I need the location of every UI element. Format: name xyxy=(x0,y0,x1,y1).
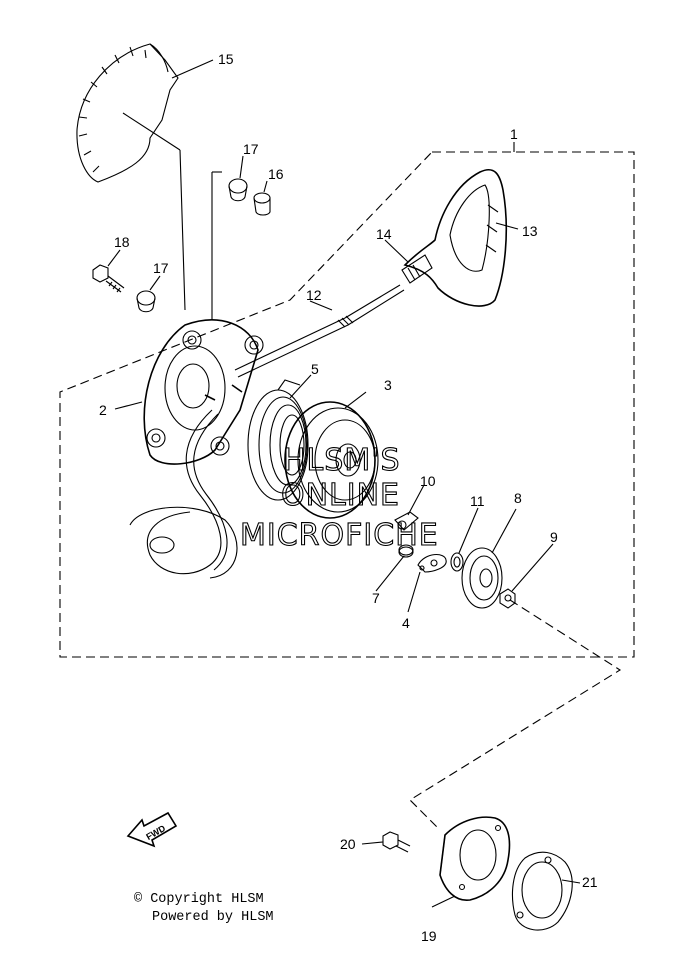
washer-part xyxy=(450,552,464,572)
gasket-part xyxy=(511,851,573,931)
forward-direction-badge: FWD xyxy=(126,811,178,848)
watermark-line-3: MICROFICHE xyxy=(240,518,439,553)
callout-11: 11 xyxy=(470,493,485,509)
leader-lines xyxy=(107,59,581,908)
callout-15: 15 xyxy=(218,51,234,67)
callout-14: 14 xyxy=(376,226,392,242)
collar-part xyxy=(253,192,271,216)
spiral-spring-part xyxy=(247,379,309,501)
spacer-part-lower xyxy=(136,290,156,313)
drive-plate-part xyxy=(417,554,447,573)
assembly-boundary xyxy=(59,151,635,658)
starter-handle-part xyxy=(403,168,508,307)
callout-12: 12 xyxy=(306,287,322,303)
callout-17-lower: 17 xyxy=(153,260,169,276)
callout-9: 9 xyxy=(550,529,558,545)
nut-part xyxy=(499,588,516,609)
callout-7: 7 xyxy=(372,590,380,606)
callout-17-upper: 17 xyxy=(243,141,259,157)
callout-2: 2 xyxy=(99,402,107,418)
starter-case-part xyxy=(143,319,264,465)
callout-18: 18 xyxy=(114,234,130,250)
watermark-line-1: HLSM'S xyxy=(283,443,401,478)
callout-10: 10 xyxy=(420,473,436,489)
starter-cover-part xyxy=(439,816,511,901)
callout-8: 8 xyxy=(514,490,522,506)
bolt-part-lower xyxy=(382,831,411,853)
fwd-label: FWD xyxy=(144,823,167,842)
watermark-line-2: ONLINE xyxy=(281,478,400,513)
callout-1: 1 xyxy=(510,126,518,142)
rope-holder-part xyxy=(401,254,433,284)
watermark: HLSM'S ONLINE MICROFICHE xyxy=(239,442,439,553)
callout-5: 5 xyxy=(311,361,319,377)
connector-line xyxy=(409,599,622,831)
powered-by-text: Powered by HLSM xyxy=(152,910,274,925)
friction-plate-part xyxy=(461,547,503,609)
decal-part xyxy=(76,43,222,320)
starter-rope-part xyxy=(129,284,405,579)
pawl-spring-part xyxy=(398,544,414,558)
callout-21: 21 xyxy=(582,874,598,890)
callouts: 1 2 3 4 5 7 8 9 10 11 12 13 14 15 16 17 … xyxy=(99,51,598,944)
callout-4: 4 xyxy=(402,615,410,631)
spacer-part-upper xyxy=(228,178,248,202)
callout-3: 3 xyxy=(384,377,392,393)
sheave-drum-part xyxy=(284,401,379,519)
bolt-part-upper xyxy=(92,264,125,293)
callout-13: 13 xyxy=(522,223,538,239)
callout-19: 19 xyxy=(421,928,437,944)
callout-16: 16 xyxy=(268,166,284,182)
callout-20: 20 xyxy=(340,836,356,852)
copyright-text: © Copyright HLSM xyxy=(134,892,264,907)
pawl-part xyxy=(394,511,419,531)
